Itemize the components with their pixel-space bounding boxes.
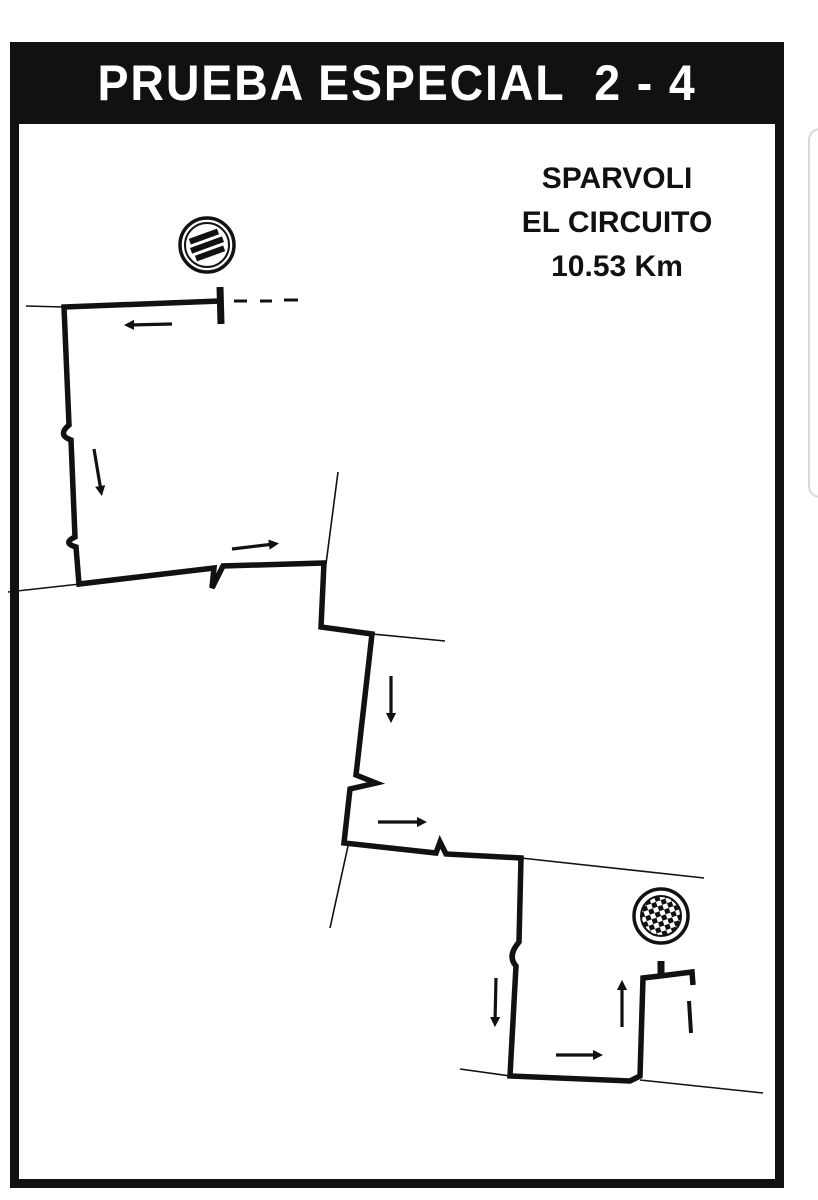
stage-map-card: PRUEBA ESPECIAL 2 - 4 SPARVOLI EL CIRCUI… bbox=[10, 42, 784, 1188]
finish-stop-marker bbox=[687, 1000, 693, 1034]
stage-start-icon bbox=[178, 216, 236, 274]
stage-route bbox=[60, 298, 696, 1084]
side-page-edge bbox=[808, 128, 818, 498]
arrow-icon bbox=[123, 319, 173, 330]
direction-arrows bbox=[92, 319, 628, 1061]
checkered-flag-finish-icon bbox=[632, 887, 690, 945]
stage-location: SPARVOLI bbox=[541, 162, 693, 195]
stage-distance: 10.53 Km bbox=[551, 250, 683, 283]
header-bar: PRUEBA ESPECIAL 2 - 4 bbox=[10, 42, 784, 124]
arrow-icon bbox=[231, 539, 280, 551]
arrow-icon bbox=[489, 977, 501, 1028]
stage-info: SPARVOLI EL CIRCUITO 10.53 Km bbox=[487, 157, 747, 289]
stage-title: PRUEBA ESPECIAL 2 - 4 bbox=[97, 55, 697, 111]
arrow-icon bbox=[92, 448, 106, 497]
stage-name: EL CIRCUITO bbox=[521, 206, 713, 239]
road-lines bbox=[7, 305, 764, 1094]
start-line bbox=[216, 286, 225, 325]
start-road-dashes bbox=[234, 298, 298, 303]
